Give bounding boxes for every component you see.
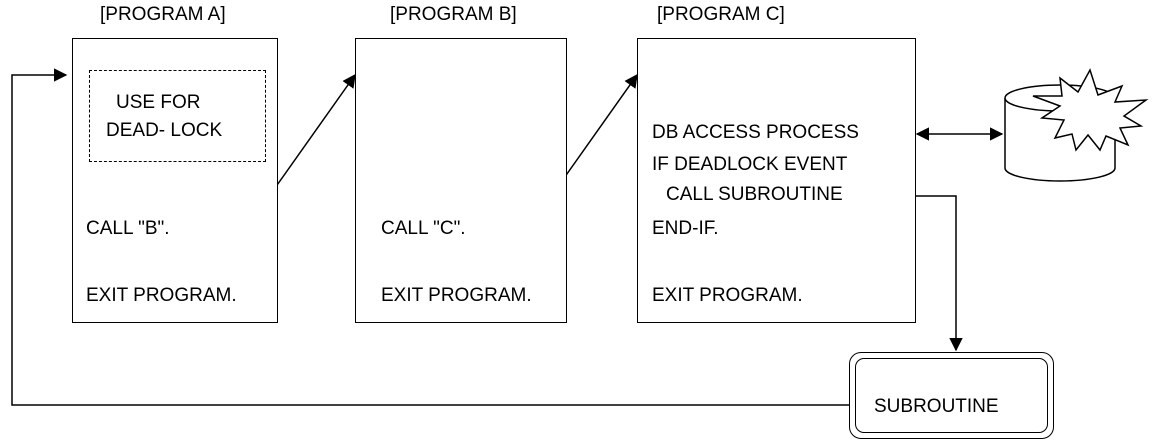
- program-c-db-access-stmt: DB ACCESS PROCESS: [652, 122, 859, 143]
- deadlock-note-line1: USE FOR: [116, 92, 201, 113]
- deadlock-note-box: [89, 70, 266, 162]
- program-c-call-subroutine-stmt: CALL SUBROUTINE: [666, 184, 843, 205]
- program-c-end-if-stmt: END-IF.: [652, 218, 719, 239]
- program-b-call-stmt: CALL "C".: [381, 218, 466, 239]
- program-a-title: [PROGRAM A]: [100, 4, 226, 25]
- deadlock-note-line2: DEAD- LOCK: [106, 120, 223, 141]
- program-c-box: [637, 38, 916, 323]
- program-b-exit-stmt: EXIT PROGRAM.: [381, 285, 532, 306]
- program-a-exit-stmt: EXIT PROGRAM.: [86, 285, 237, 306]
- subroutine-box: [849, 352, 1054, 439]
- program-a-box: [72, 38, 278, 323]
- subroutine-label: SUBROUTINE: [874, 396, 999, 417]
- program-a-call-stmt: CALL "B".: [86, 218, 170, 239]
- subroutine-inner-border: [855, 358, 1048, 433]
- return-arrow: [11, 68, 849, 406]
- program-c-title: [PROGRAM C]: [657, 4, 785, 25]
- program-b-box: [355, 38, 567, 323]
- explosion-burst-icon: [1032, 68, 1149, 152]
- call-subroutine-arrow: [900, 195, 963, 352]
- program-c-exit-stmt: EXIT PROGRAM.: [652, 285, 803, 306]
- program-c-if-stmt: IF DEADLOCK EVENT: [652, 154, 848, 175]
- program-b-title: [PROGRAM B]: [390, 4, 517, 25]
